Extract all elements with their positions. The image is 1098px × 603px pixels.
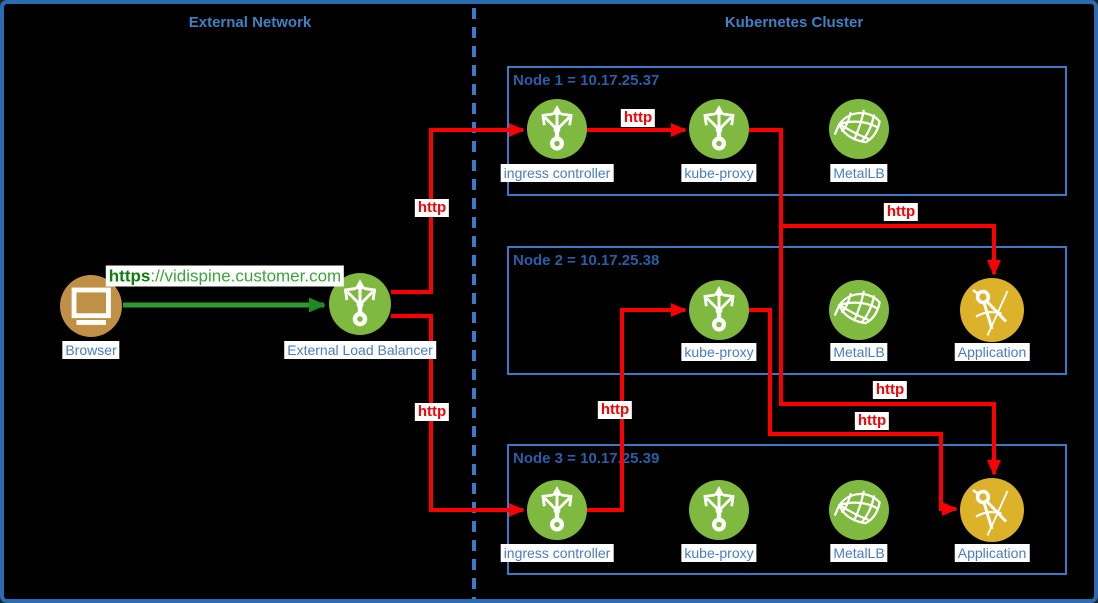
http-label-lb-node3: http [414, 403, 450, 421]
node3-application-icon [960, 478, 1024, 542]
node3-ingress-controller-label: ingress controller [500, 544, 614, 562]
node1-metallb-icon [829, 99, 889, 159]
node1-ingress-controller-label: ingress controller [500, 164, 614, 182]
node2-metallb-icon [829, 280, 889, 340]
connection-arrows-layer [123, 8, 1001, 599]
http-label-node3-to-node2-kubeproxy: http [597, 401, 633, 419]
http-label-node2-to-node3-app: http [854, 412, 890, 430]
node3-application-label: Application [954, 544, 1030, 562]
edge-node2-kubeproxy-to-node3-app [749, 308, 958, 516]
http-label-lb-node1: http [414, 199, 450, 217]
node2-box: Node 2 = 10.17.25.38 [507, 246, 1067, 375]
node2-title: Node 2 = 10.17.25.38 [513, 252, 660, 269]
node1-title: Node 1 = 10.17.25.37 [513, 72, 660, 89]
node3-metallb-label: MetalLB [830, 544, 888, 562]
http-label-node1-to-node2-app: http [883, 203, 919, 221]
node2-metallb-label: MetalLB [830, 343, 888, 361]
https-url-label: https://vidispine.customer.com [105, 265, 345, 287]
node2-kube-proxy-label: kube-proxy [681, 343, 757, 361]
http-label-node1-internal: http [620, 109, 656, 127]
browser-label: Browser [62, 341, 120, 359]
node3-metallb-icon [829, 480, 889, 540]
http-label-node1-to-node3-app: http [872, 381, 908, 399]
external-network-title: External Network [188, 14, 312, 31]
node2-application-label: Application [954, 343, 1030, 361]
node1-metallb-label: MetalLB [830, 164, 888, 182]
node2-kube-proxy-icon [689, 280, 749, 340]
node1-kube-proxy-icon [689, 99, 749, 159]
edge-node1-kubeproxy-to-node3-app [749, 128, 1001, 476]
https-protocol-text: https [108, 266, 151, 286]
node3-kube-proxy-icon [689, 480, 749, 540]
https-host-text: ://vidispine.customer.com [150, 266, 342, 286]
edge-lb-to-node1-ingress [391, 123, 525, 294]
kubernetes-cluster-title: Kubernetes Cluster [724, 14, 864, 31]
node3-kube-proxy-label: kube-proxy [681, 544, 757, 562]
external-load-balancer-label: External Load Balancer [284, 341, 436, 359]
node2-application-icon [960, 278, 1024, 342]
node3-ingress-controller-icon [527, 480, 587, 540]
node1-ingress-controller-icon [527, 99, 587, 159]
node1-kube-proxy-label: kube-proxy [681, 164, 757, 182]
